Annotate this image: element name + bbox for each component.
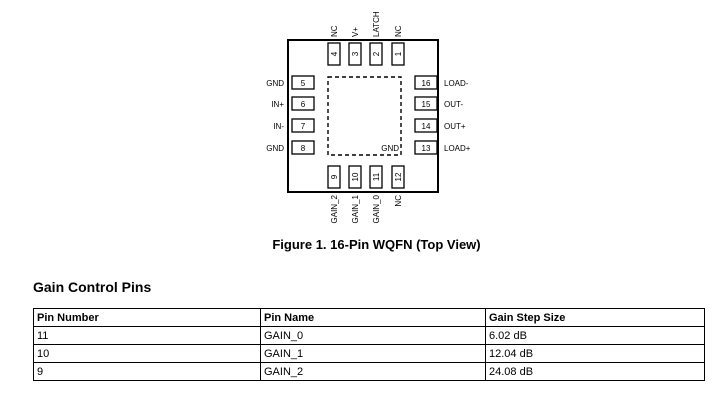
pin-pad [369, 42, 383, 66]
pin-name: IN- [273, 122, 284, 131]
section-title: Gain Control Pins [33, 279, 152, 295]
pin-pad [414, 118, 438, 133]
pin-number: 11 [372, 172, 381, 181]
pin-pad [391, 42, 405, 66]
pin-name: IN+ [271, 100, 284, 109]
pin-pad [391, 165, 405, 189]
table-cell: 24.08 dB [485, 362, 705, 381]
table-cell: 11 [33, 326, 261, 345]
pin-number: 8 [301, 144, 306, 153]
exposed-pad-label: GND [381, 144, 399, 153]
package-body [287, 39, 439, 193]
pin-number: 12 [394, 172, 403, 181]
pin-pad [291, 96, 315, 111]
table-row: 10 GAIN_1 12.04 dB [33, 344, 705, 363]
pin-number: 13 [422, 144, 431, 153]
pin-pad [291, 140, 315, 155]
column-header: Pin Name [260, 308, 486, 327]
pin-number: 3 [351, 51, 360, 56]
pin-number: 15 [422, 100, 431, 109]
pin-pad [291, 118, 315, 133]
pin-number: 6 [301, 100, 306, 109]
pin-name: GAIN_1 [351, 194, 360, 223]
pin-name: OUT+ [444, 122, 466, 131]
pin-pad [369, 165, 383, 189]
pin-pad [414, 75, 438, 90]
pin-name: NC [394, 195, 403, 207]
pin-name: GND [266, 144, 284, 153]
pin-name: GAIN_0 [372, 194, 381, 223]
pin-number: 5 [301, 79, 306, 88]
table-cell: 9 [33, 362, 261, 381]
table-cell: 12.04 dB [485, 344, 705, 363]
gain-control-table: Pin Number Pin Name Gain Step Size 11 GA… [33, 308, 705, 381]
table-header-row: Pin Number Pin Name Gain Step Size [33, 308, 705, 327]
pin-pad [327, 165, 341, 189]
pin-pad [348, 42, 362, 66]
table-cell: GAIN_0 [260, 326, 486, 345]
pin-name: LATCH [372, 11, 381, 37]
pin-pad [327, 42, 341, 66]
pin-name: NC [394, 25, 403, 37]
pin-number: 7 [301, 122, 306, 131]
table-cell: 10 [33, 344, 261, 363]
pin-number: 10 [351, 172, 360, 181]
column-header: Pin Number [33, 308, 261, 327]
table-cell: GAIN_1 [260, 344, 486, 363]
pin-number: 9 [330, 174, 339, 179]
pin-name: LOAD+ [444, 144, 471, 153]
table-cell: 6.02 dB [485, 326, 705, 345]
exposed-pad [327, 76, 402, 156]
pin-number: 4 [330, 51, 339, 56]
pin-name: V+ [351, 27, 360, 37]
pin-number: 1 [394, 51, 403, 56]
table-row: 9 GAIN_2 24.08 dB [33, 362, 705, 381]
table-row: 11 GAIN_0 6.02 dB [33, 326, 705, 345]
column-header: Gain Step Size [485, 308, 705, 327]
table-cell: GAIN_2 [260, 362, 486, 381]
pin-name: OUT- [444, 100, 463, 109]
pin-name: NC [330, 25, 339, 37]
pin-name: LOAD- [444, 79, 469, 88]
pin-pad [414, 96, 438, 111]
pin-pad [348, 165, 362, 189]
pin-name: GND [266, 79, 284, 88]
pin-pad [414, 140, 438, 155]
pin-number: 16 [422, 79, 431, 88]
pin-name: GAIN_2 [330, 194, 339, 223]
pin-number: 2 [372, 51, 381, 56]
figure-caption: Figure 1. 16-Pin WQFN (Top View) [272, 237, 481, 252]
pin-pad [291, 75, 315, 90]
pin-number: 14 [422, 122, 431, 131]
